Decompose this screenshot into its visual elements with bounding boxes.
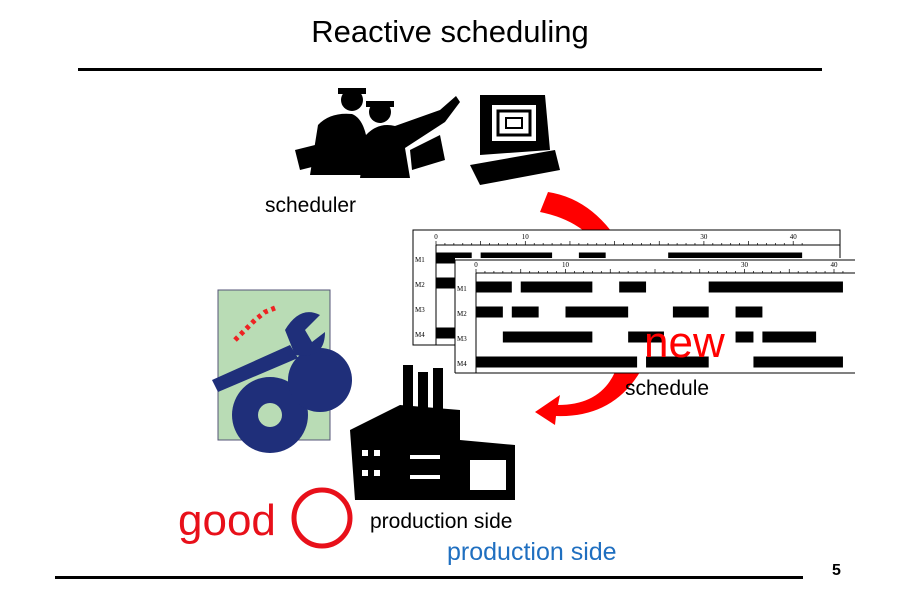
production-side-label: production side: [370, 510, 513, 533]
machine-label: M4: [415, 331, 425, 339]
machine-label: M4: [457, 360, 467, 368]
gantt-bar: [476, 356, 638, 368]
gantt-bar: [436, 252, 472, 264]
computer-icon: [470, 95, 560, 185]
good-label: good: [178, 496, 276, 545]
gantt-bar: [476, 306, 503, 318]
gantt-bar: [619, 281, 647, 293]
page-number: 5: [832, 562, 841, 579]
gantt-bar: [708, 281, 843, 293]
gantt-bar: [502, 331, 593, 343]
production-side-blue-label: production side: [447, 538, 617, 566]
gantt-bar: [511, 306, 539, 318]
axis-tick-label: 40: [831, 261, 839, 269]
gantt-bar: [762, 331, 817, 343]
axis-tick-label: 10: [522, 233, 530, 241]
gantt-bar: [520, 281, 593, 293]
axis-tick-label: 0: [474, 261, 478, 269]
axis-tick-label: 10: [562, 261, 570, 269]
axis-tick-label: 40: [790, 233, 798, 241]
gantt-bar: [628, 331, 664, 343]
gantt-bar: [646, 356, 709, 368]
gantt-bar: [565, 306, 629, 318]
axis-tick-label: 30: [741, 261, 749, 269]
wrench-gear-icon: [212, 289, 352, 453]
gantt-bar: [753, 356, 843, 368]
gantt-bar: [735, 331, 754, 343]
machine-label: M2: [415, 281, 425, 289]
factory-icon: [350, 365, 515, 500]
arrow-return-icon: [535, 372, 640, 425]
schedule-label: schedule: [625, 377, 710, 400]
machine-label: M3: [415, 306, 425, 314]
title-divider: [78, 68, 822, 71]
slide-title: Reactive scheduling: [311, 14, 589, 49]
gantt-bar: [735, 306, 763, 318]
machine-label: M3: [457, 335, 467, 343]
machine-label: M1: [415, 256, 425, 264]
new-label: new: [644, 318, 725, 367]
circle-icon: [291, 487, 353, 549]
people-icon: [295, 88, 460, 178]
machine-label: M1: [457, 285, 467, 293]
axis-tick-label: 30: [700, 233, 708, 241]
axis-tick-label: 0: [434, 233, 438, 241]
machine-label: M2: [457, 310, 467, 318]
gantt-bar: [672, 306, 709, 318]
scheduler-label: scheduler: [265, 194, 357, 217]
gantt-bar: [476, 281, 512, 293]
footer-divider: [55, 576, 803, 579]
